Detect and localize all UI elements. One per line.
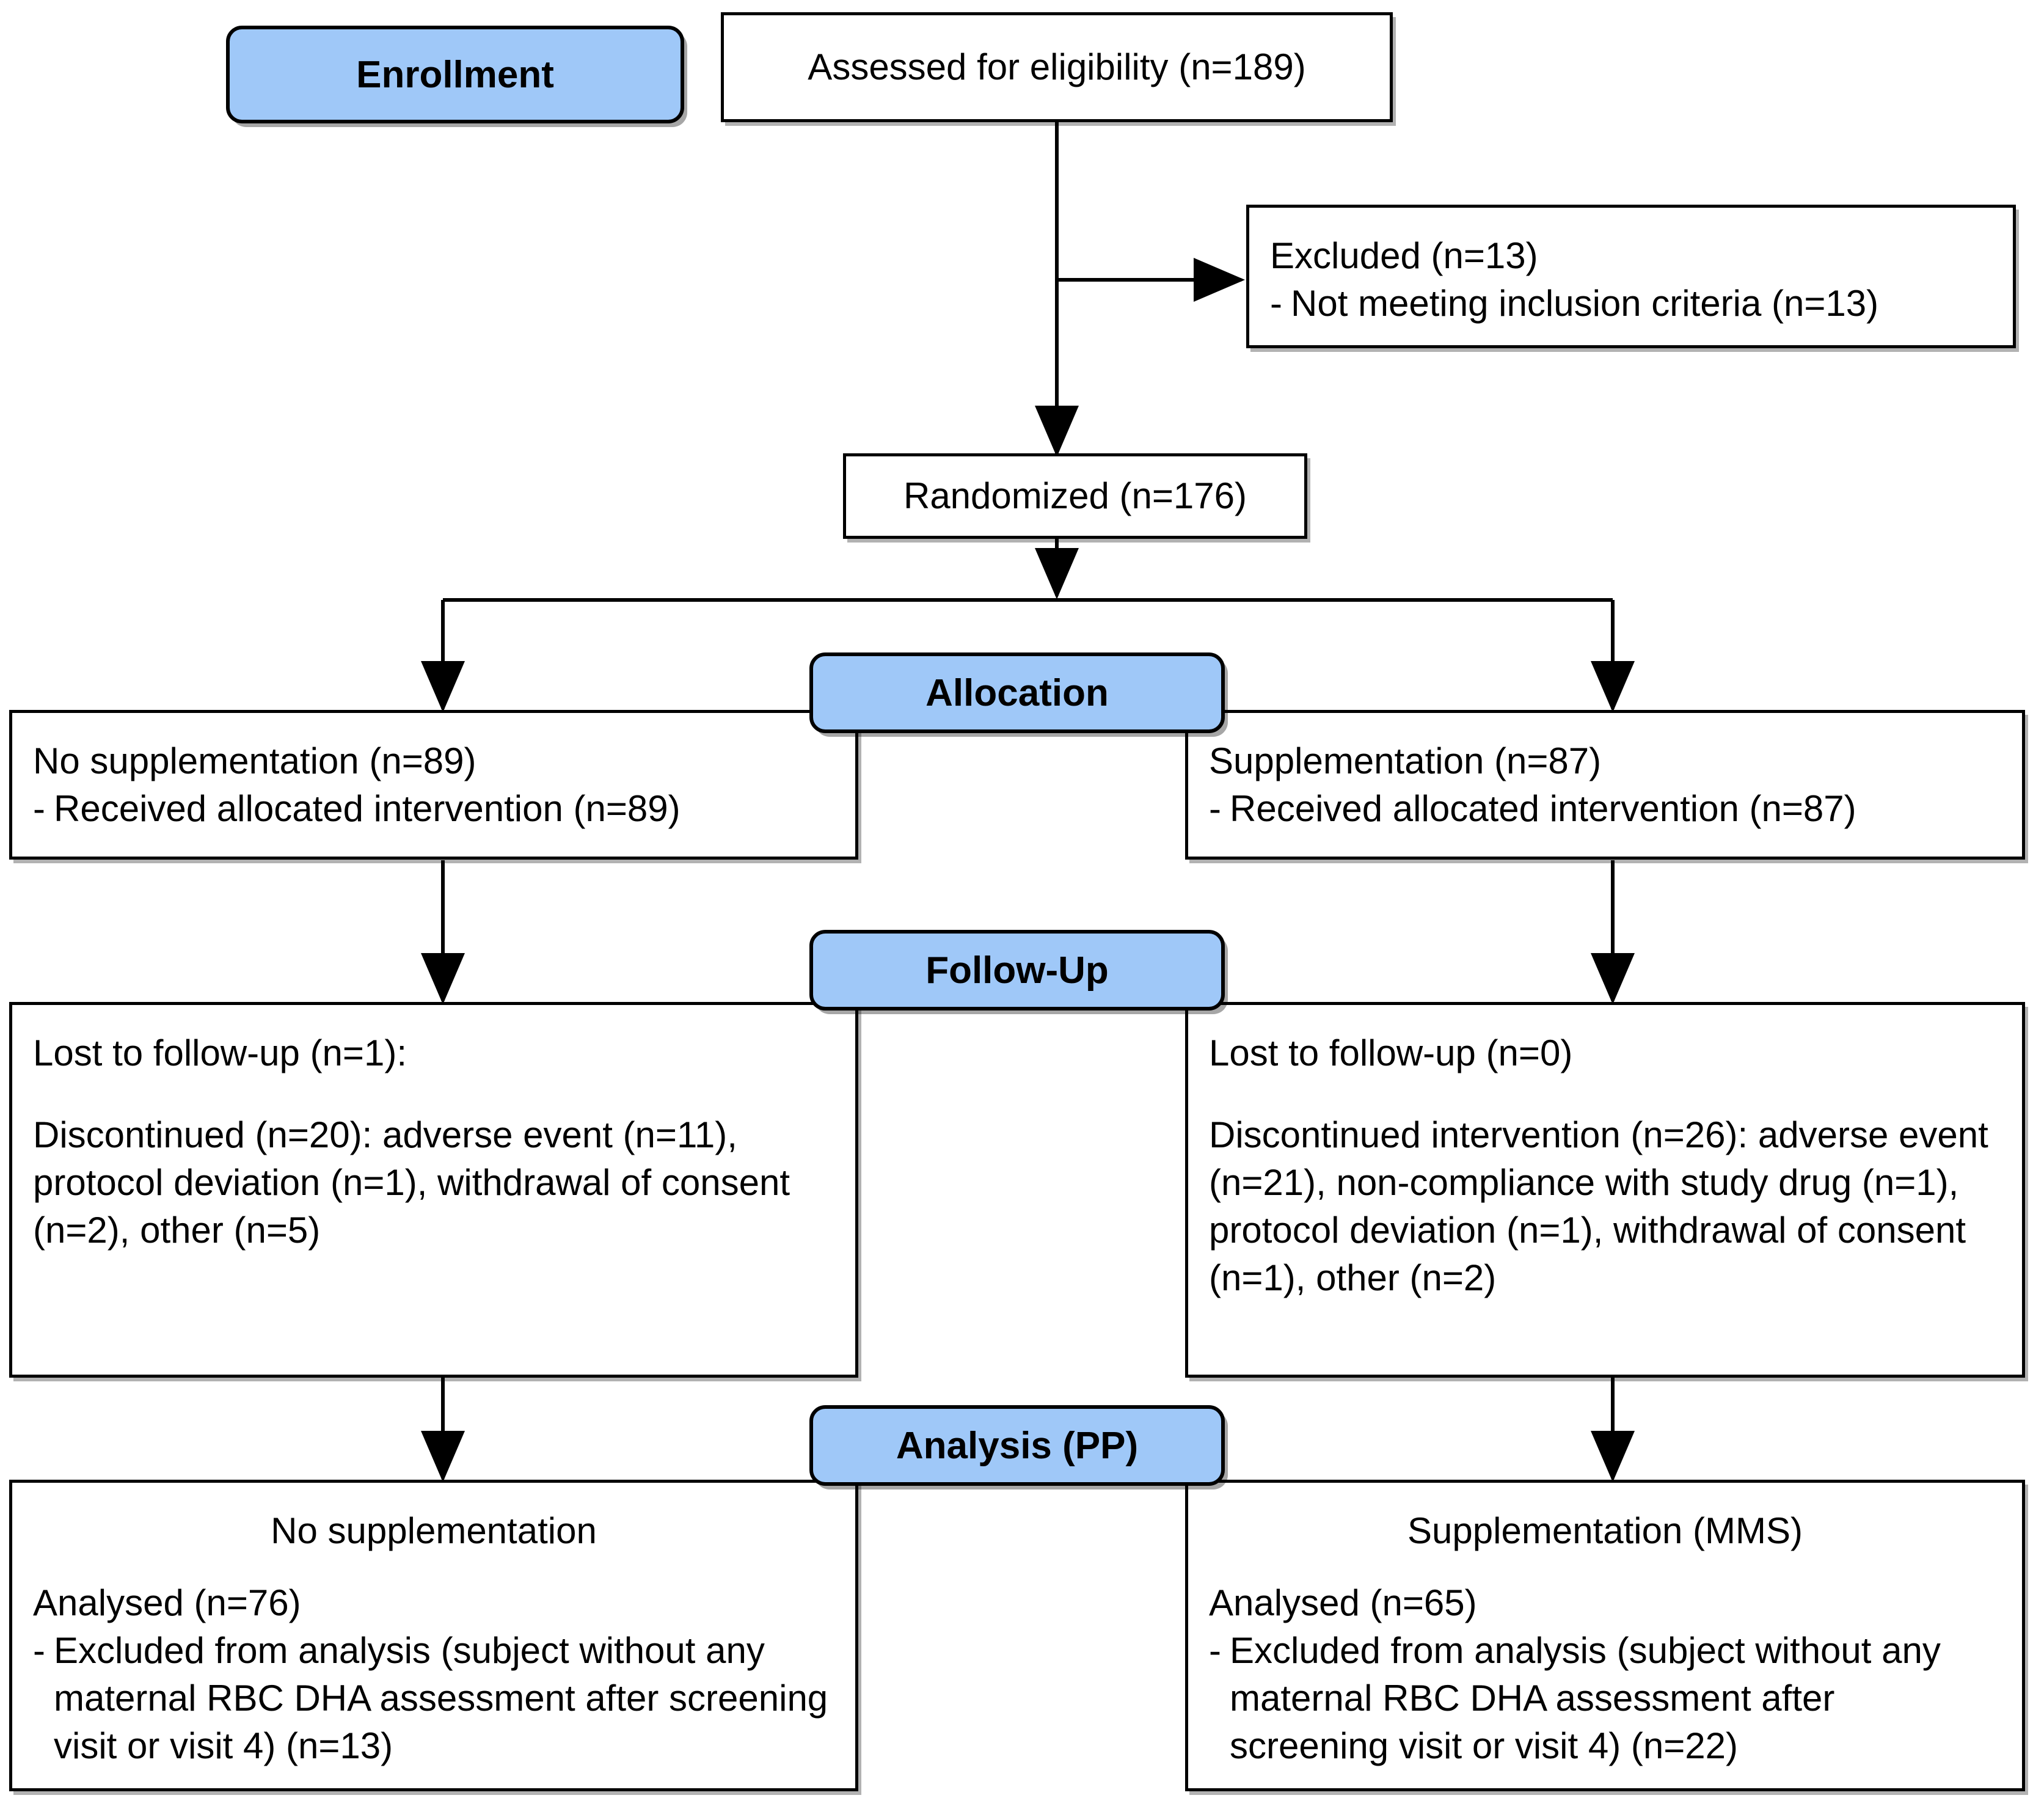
excluded-bullet-1: - Not meeting inclusion criteria (n=13) [1270,280,1992,327]
node-randomized: Randomized (n=176) [843,453,1307,539]
banner-enrollment-label: Enrollment [356,53,554,96]
node-followup-no-supplementation: Lost to follow-up (n=1): Discontinued (n… [9,1002,858,1378]
eligibility-text: Assessed for eligibility (n=189) [808,46,1306,87]
allocation-left-line-1: No supplementation (n=89) [33,740,476,781]
spacer [1209,1077,2001,1111]
excluded-line-1: Excluded (n=13) [1270,235,1538,276]
allocation-right-bullet-1-text: Received allocated intervention (n=87) [1230,788,1856,829]
allocation-left-bullet-1-text: Received allocated intervention (n=89) [54,788,681,829]
node-assessed-for-eligibility: Assessed for eligibility (n=189) [721,12,1393,122]
followup-right-line-1: Lost to follow-up (n=0) [1209,1032,1573,1073]
banner-allocation: Allocation [809,652,1225,733]
node-analysis-no-supplementation: No supplementation Analysed (n=76) - Exc… [9,1480,858,1791]
excluded-bullet-1-text: Not meeting inclusion criteria (n=13) [1291,283,1879,324]
node-excluded: Excluded (n=13) - Not meeting inclusion … [1246,205,2016,348]
analysis-left-bullet-1-text: Excluded from analysis (subject without … [54,1630,828,1766]
dash-marker: - [33,1630,45,1671]
spacer [33,1077,834,1111]
dash-marker: - [1209,788,1221,829]
analysis-right-line-1: Analysed (n=65) [1209,1582,1477,1623]
node-analysis-supplementation: Supplementation (MMS) Analysed (n=65) - … [1185,1480,2025,1791]
followup-left-line-2: Discontinued (n=20): adverse event (n=11… [33,1114,800,1251]
node-allocation-no-supplementation: No supplementation (n=89) - Received all… [9,710,858,860]
node-followup-supplementation: Lost to follow-up (n=0) Discontinued int… [1185,1002,2025,1378]
banner-followup-label: Follow-Up [925,949,1109,992]
analysis-left-bullet-1: - Excluded from analysis (subject withou… [33,1627,834,1770]
analysis-left-line-1: Analysed (n=76) [33,1582,301,1623]
dash-marker: - [1209,1630,1221,1671]
analysis-right-bullet-1-text: Excluded from analysis (subject without … [1230,1630,1941,1766]
banner-analysis: Analysis (PP) [809,1405,1225,1486]
dash-marker: - [33,788,45,829]
allocation-right-bullet-1: - Received allocated intervention (n=87) [1209,785,2001,833]
followup-right-line-2: Discontinued intervention (n=26): advers… [1209,1114,1999,1298]
banner-enrollment: Enrollment [226,26,684,123]
analysis-right-bullet-1: - Excluded from analysis (subject withou… [1209,1627,2001,1770]
analysis-left-heading: No supplementation [271,1510,597,1551]
node-allocation-supplementation: Supplementation (n=87) - Received alloca… [1185,710,2025,860]
randomized-text: Randomized (n=176) [903,475,1247,516]
analysis-right-heading: Supplementation (MMS) [1407,1510,1803,1551]
allocation-left-bullet-1: - Received allocated intervention (n=89) [33,785,834,833]
banner-followup: Follow-Up [809,930,1225,1011]
banner-allocation-label: Allocation [925,671,1109,714]
dash-marker: - [1270,283,1282,324]
followup-left-line-1: Lost to follow-up (n=1): [33,1032,407,1073]
allocation-right-line-1: Supplementation (n=87) [1209,740,1602,781]
banner-analysis-label: Analysis (PP) [896,1424,1139,1467]
